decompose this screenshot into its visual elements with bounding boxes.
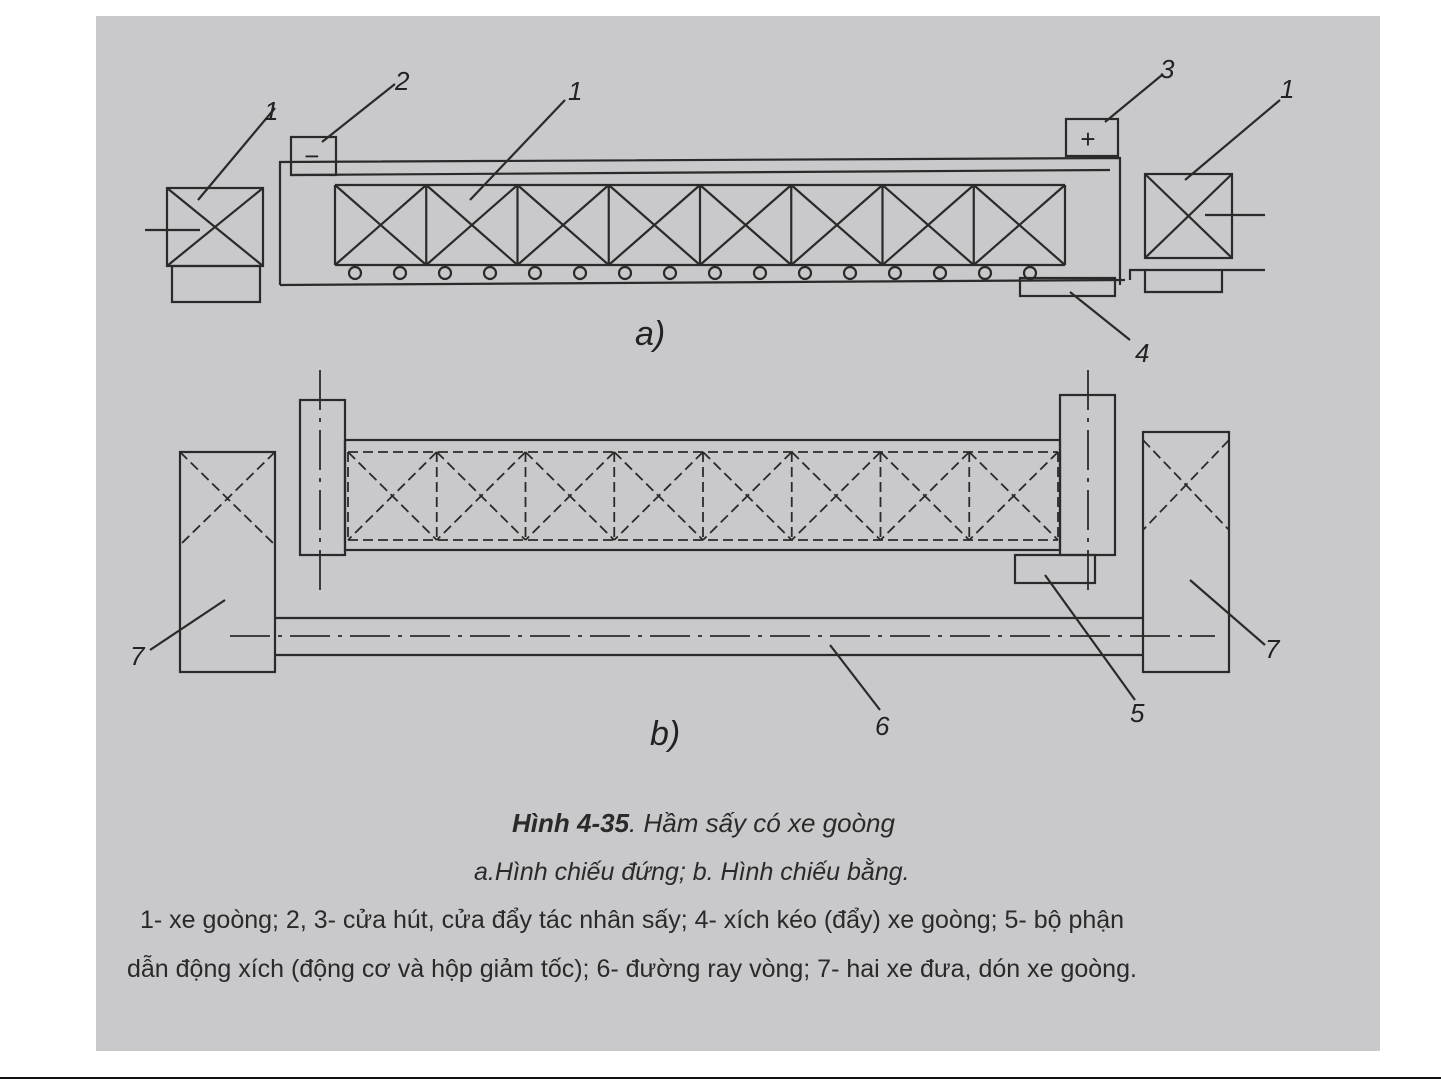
- chain: [1018, 276, 1117, 298]
- elevation-view: − + 1 2 1 3 1 4 a): [145, 54, 1294, 368]
- wheel: [842, 265, 858, 281]
- label-view-a: a): [635, 315, 665, 353]
- label-view-b: b): [650, 715, 680, 753]
- figure-subtitle: a.Hình chiếu đứng; b. Hình chiếu bằng.: [474, 858, 910, 886]
- transfer-cart-right: [1141, 430, 1231, 674]
- figure-number: Hình 4-35: [512, 808, 630, 838]
- wheel: [482, 265, 498, 281]
- wheel: [437, 265, 453, 281]
- cart-left-wheels: [170, 264, 262, 304]
- wheel: [797, 265, 813, 281]
- wheel: [527, 265, 543, 281]
- label-1b: 1: [568, 76, 582, 106]
- wheel: [572, 265, 588, 281]
- legend-line-2: dẫn động xích (động cơ và hộp giảm tốc);…: [127, 955, 1137, 983]
- wheel: [752, 265, 768, 281]
- wheel: [932, 265, 948, 281]
- label-2: 2: [394, 66, 410, 96]
- push-sign: +: [1080, 124, 1095, 154]
- bottom-border: [0, 1077, 1441, 1079]
- suction-sign: −: [304, 141, 319, 171]
- label-6: 6: [875, 711, 890, 741]
- wheel: [887, 265, 903, 281]
- wheel: [662, 265, 678, 281]
- figure-title-text: . Hầm sấy có xe goòng: [629, 808, 895, 838]
- wheel: [392, 265, 408, 281]
- label-4: 4: [1135, 338, 1149, 368]
- label-7b: 7: [1265, 634, 1281, 664]
- chain-drive: [1013, 553, 1097, 585]
- label-7a: 7: [130, 641, 146, 671]
- label-1a: 1: [264, 96, 278, 126]
- truss-a: [333, 183, 1067, 281]
- wheel: [347, 265, 363, 281]
- label-5: 5: [1130, 698, 1145, 728]
- label-1c: 1: [1280, 74, 1294, 104]
- push-door: [1064, 117, 1120, 158]
- plan-view: 7 6 5 7 b): [130, 370, 1281, 753]
- textbook-page-photo: [96, 16, 1380, 1051]
- wheel: [617, 265, 633, 281]
- legend-line-1: 1- xe goòng; 2, 3- cửa hút, cửa đẩy tác …: [140, 906, 1125, 934]
- wheel: [977, 265, 993, 281]
- figure-title: Hình 4-35. Hầm sấy có xe goòng: [512, 808, 895, 839]
- wheel: [707, 265, 723, 281]
- truss-b: [347, 451, 1059, 541]
- transfer-cart-left: [178, 450, 277, 674]
- label-3: 3: [1160, 54, 1175, 84]
- suction-door: [289, 135, 338, 177]
